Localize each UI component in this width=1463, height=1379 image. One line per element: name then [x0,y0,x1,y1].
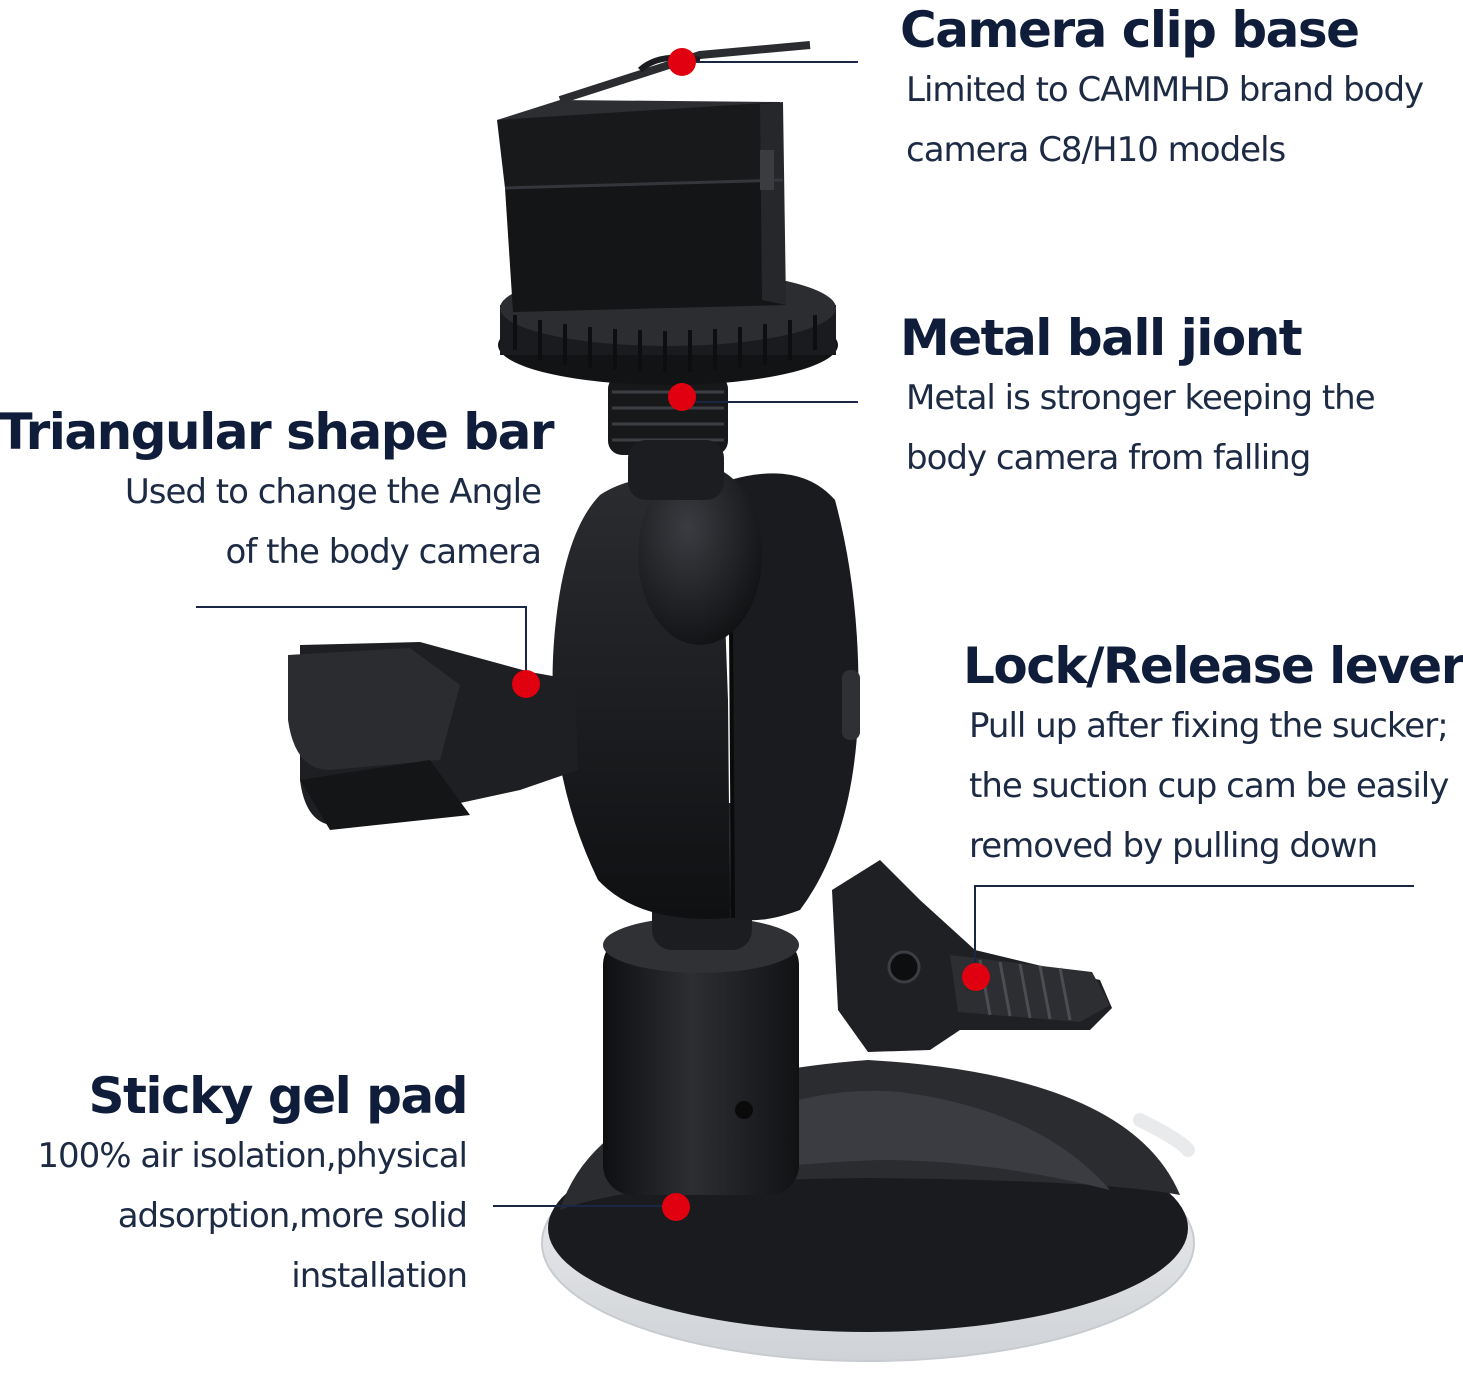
callout-title: Sticky gel pad [88,1067,468,1125]
callout-title: Camera clip base [900,1,1360,59]
marker-dot-ball-joint [668,383,696,411]
upper-ball [638,465,762,645]
marker-dot-triangular-bar [512,670,540,698]
callout-line: 100% air isolation,physical [37,1136,468,1176]
leader-line-lever [974,885,1414,976]
marker-dot-camera-clip [668,48,696,76]
leader-lines [196,61,1414,1207]
callout-line: Limited to CAMMHD brand body [906,70,1424,110]
lock-release-lever [832,860,1112,1052]
camera-clip-block [497,41,811,312]
callout-line: body camera from falling [906,438,1311,478]
marker-dots [512,48,990,1221]
callout-lock-release-lever: Lock/Release lever Pull up after fixing … [963,636,1463,876]
callout-line: Used to change the Angle [124,472,542,512]
callout-title: Metal ball jiont [900,309,1303,367]
callout-line: camera C8/H10 models [906,130,1286,170]
callout-metal-ball-joint: Metal ball jiont Metal is stronger keepi… [900,308,1376,488]
callout-line: of the body camera [225,532,542,572]
callout-triangular-shape-bar: Triangular shape bar Used to change the … [0,402,555,582]
callout-line: Pull up after fixing the sucker; [969,706,1449,746]
callout-sticky-gel-pad: Sticky gel pad 100% air isolation,physic… [37,1066,468,1306]
callout-line: adsorption,more solid [117,1196,468,1236]
callout-line: the suction cup cam be easily [969,766,1449,806]
callout-title: Triangular shape bar [0,403,555,461]
callout-line: Metal is stronger keeping the [906,378,1376,418]
callout-title: Lock/Release lever [963,637,1463,695]
triangular-knob [288,642,578,830]
marker-dot-lever [962,963,990,991]
callout-line: installation [291,1256,468,1296]
leader-line-triangular-bar [196,606,527,684]
callout-line: removed by pulling down [969,826,1378,866]
threaded-screw [608,375,728,500]
callout-camera-clip-base: Camera clip base Limited to CAMMHD brand… [900,0,1424,180]
marker-dot-gel-pad [662,1193,690,1221]
mount-post [603,880,799,1195]
